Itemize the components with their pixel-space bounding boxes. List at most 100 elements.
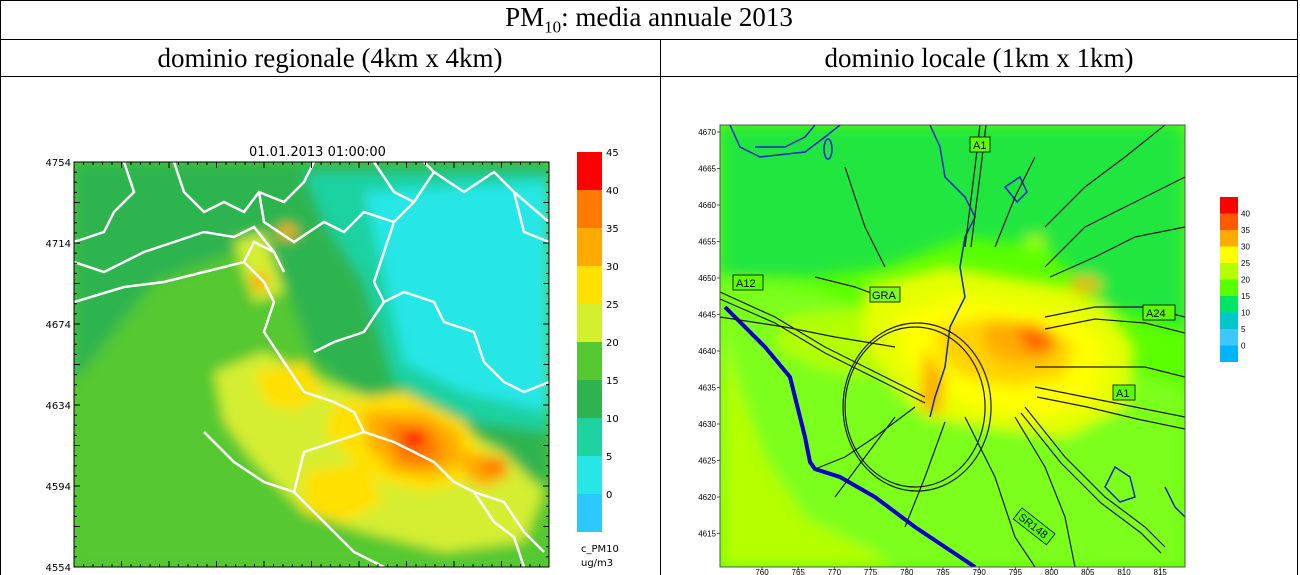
local-y-ticks: 4670 4665 4660 4655 4650 4645 4640 4635 … [698, 128, 716, 539]
local-colorbar-segment [1220, 246, 1238, 263]
road-label-gra: GRA [872, 290, 897, 302]
local-roads [720, 125, 1185, 567]
table-divider-heading [0, 76, 1298, 77]
local-colorbar-tick: 15 [1241, 292, 1250, 301]
regional-colorbar-segment [577, 266, 602, 304]
table-border-left [0, 0, 1, 575]
regional-colorbar-tick: 15 [606, 376, 619, 387]
regional-colorbar-segment [577, 494, 602, 532]
local-colorbar-tick: 40 [1241, 210, 1250, 219]
regional-x-ticks: 688 736 784 832 880 928 [64, 571, 558, 572]
regional-colorbar-segment [577, 190, 602, 228]
regional-colorbar-ticks: 45 40 35 30 25 20 15 10 5 0 [606, 148, 619, 501]
regional-y-tick: 4754 [46, 158, 71, 169]
regional-x-tick: 784 [254, 571, 273, 572]
road-label-a24: A24 [1146, 308, 1166, 320]
regional-x-tick: 928 [539, 571, 558, 572]
local-colorbar [1220, 197, 1238, 362]
regional-colorbar-tick: 35 [606, 224, 619, 235]
regional-colorbar-segment [577, 342, 602, 380]
local-x-tick: 795 [1009, 568, 1023, 575]
label-box-a1-north [969, 136, 991, 153]
local-x-tick: 780 [900, 568, 914, 575]
local-y-tick: 4640 [698, 347, 716, 356]
regional-x-tick: 832 [349, 571, 368, 572]
road-label-a12: A12 [736, 278, 756, 290]
regional-colorbar-tick: 40 [606, 186, 619, 197]
road-label-a1-south: A1 [1116, 388, 1129, 400]
local-colorbar-segment [1220, 329, 1238, 346]
local-colorbar-segment [1220, 197, 1238, 214]
label-box-a24 [1142, 304, 1176, 321]
regional-y-tick: 4634 [46, 401, 71, 412]
regional-colorbar-segment [577, 456, 602, 494]
regional-borders [74, 162, 549, 567]
local-x-tick: 760 [755, 568, 769, 575]
local-x-tick: 805 [1081, 568, 1095, 575]
figure-title: PM10: media annuale 2013 [505, 2, 793, 37]
local-x-tick: 815 [1154, 568, 1168, 575]
local-x-tick: 765 [792, 568, 806, 575]
regional-field [74, 162, 549, 567]
local-x-ticks: 760 765 770 775 780 785 790 795 800 805 … [755, 568, 1167, 575]
regional-colorbar-segment [577, 304, 602, 342]
regional-colorbar-segment [577, 152, 602, 190]
regional-colorbar-tick: 10 [606, 414, 619, 425]
regional-tick-marks [73, 161, 550, 568]
road-label-a1-north: A1 [973, 140, 986, 152]
local-tick-marks [717, 131, 1161, 570]
right-heading: dominio locale (1km x 1km) [824, 43, 1134, 73]
table-border-top [0, 0, 1298, 1]
local-y-tick: 4645 [698, 311, 716, 320]
regional-y-ticks: 4754 4714 4674 4634 4594 4554 [46, 158, 71, 572]
local-colorbar-tick: 35 [1241, 226, 1250, 235]
local-y-tick: 4620 [698, 493, 716, 502]
regional-x-tick: 880 [444, 571, 463, 572]
local-colorbar-tick: 25 [1241, 259, 1250, 268]
local-y-tick: 4615 [698, 530, 716, 539]
regional-colorbar-tick: 30 [606, 262, 619, 273]
regional-colorbar-segment [577, 418, 602, 456]
regional-colorbar-tick: 0 [606, 490, 612, 501]
local-y-tick: 4670 [698, 128, 716, 137]
local-colorbar-tick: 0 [1241, 342, 1246, 351]
regional-map: 01.01.2013 01:00:00 4754 4714 4674 4634 … [46, 145, 619, 572]
local-y-tick: 4635 [698, 384, 716, 393]
local-frame [719, 124, 1186, 568]
regional-y-tick: 4594 [46, 482, 71, 493]
local-y-tick: 4650 [698, 274, 716, 283]
regional-colorbar [577, 152, 602, 532]
local-y-tick: 4660 [698, 201, 716, 210]
regional-colorbar-tick: 25 [606, 300, 619, 311]
local-y-tick: 4625 [698, 457, 716, 466]
local-rivers [729, 125, 1185, 518]
local-colorbar-segment [1220, 279, 1238, 296]
label-box-a1-south [1112, 384, 1136, 401]
regional-colorbar-segment [577, 228, 602, 266]
table-column-divider [660, 39, 661, 575]
regional-y-tick: 4714 [46, 239, 71, 250]
label-box-a12 [732, 274, 764, 291]
local-colorbar-segment [1220, 263, 1238, 280]
local-map: A1 A12 GRA A24 A1 SR148 4670 4665 4660 4… [698, 124, 1250, 575]
local-y-tick: 4665 [698, 165, 716, 174]
local-x-tick: 790 [973, 568, 987, 575]
left-heading: dominio regionale (4km x 4km) [157, 43, 503, 73]
local-road-labels: A1 A12 GRA A24 A1 SR148 [732, 136, 1176, 546]
local-colorbar-segment [1220, 345, 1238, 362]
regional-colorbar-tick: 5 [606, 452, 612, 463]
local-colorbar-segment [1220, 230, 1238, 247]
local-y-tick: 4655 [698, 238, 716, 247]
local-colorbar-tick: 30 [1241, 243, 1250, 252]
table-border-right [1297, 0, 1298, 575]
regional-x-tick: 736 [159, 571, 178, 572]
local-colorbar-segment [1220, 312, 1238, 329]
local-x-tick: 810 [1117, 568, 1131, 575]
local-colorbar-ticks: 40 35 30 25 20 15 10 5 0 [1241, 210, 1250, 351]
local-field: A1 A12 GRA A24 A1 SR148 [720, 125, 1185, 567]
regional-x-tick: 688 [64, 571, 83, 572]
regional-unit-label: ug/m3 [581, 558, 613, 569]
regional-colorbar-segment [577, 380, 602, 418]
local-colorbar-tick: 10 [1241, 309, 1250, 318]
